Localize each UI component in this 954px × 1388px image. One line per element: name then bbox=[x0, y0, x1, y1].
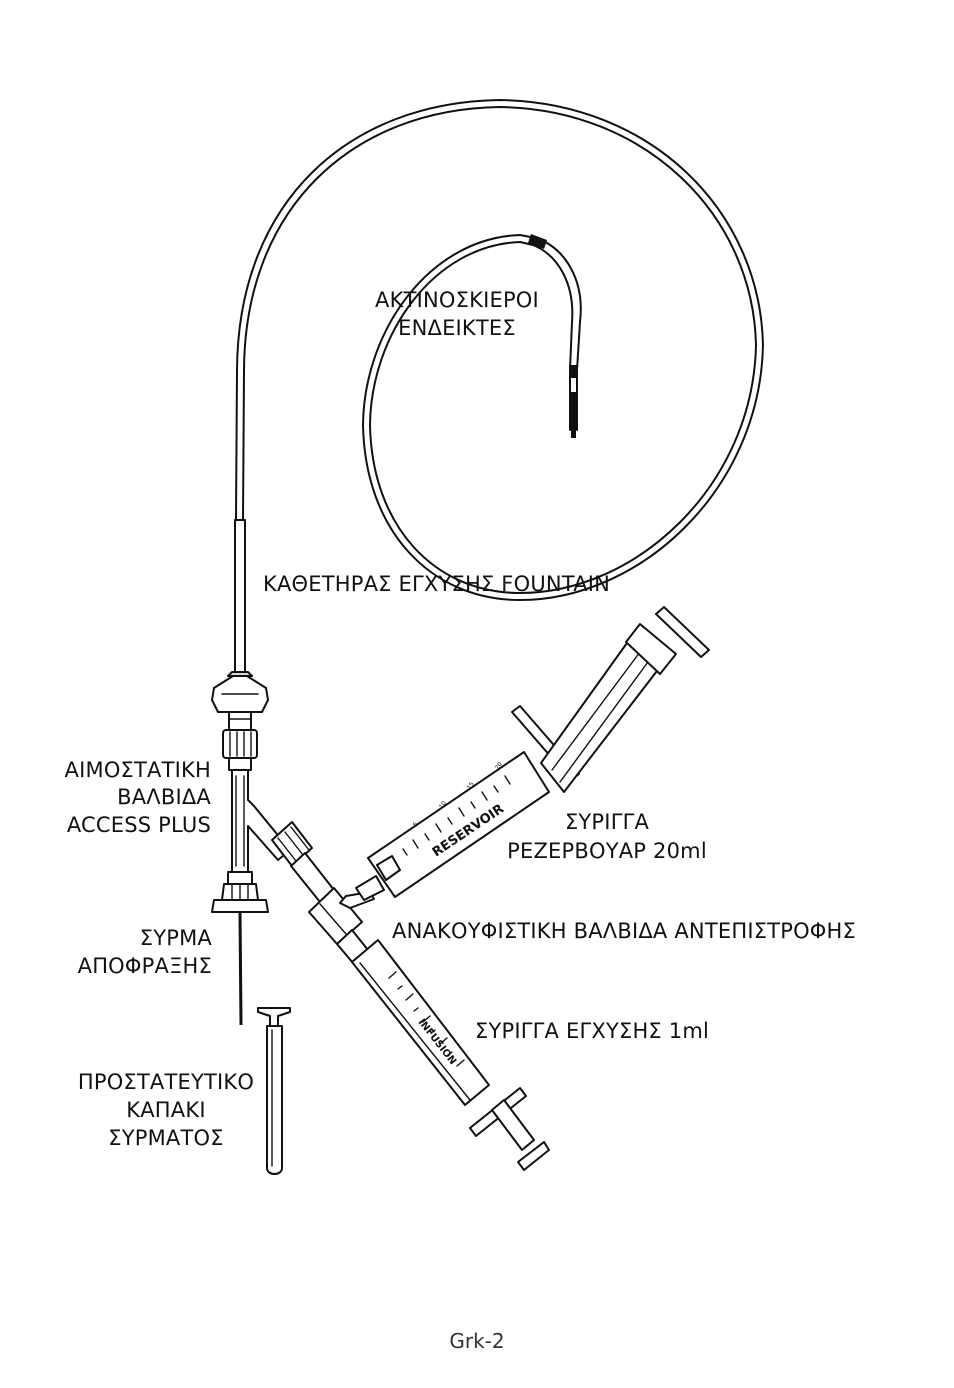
label-reservoir-line1: ΣΥΡΙΓΓΑ bbox=[565, 810, 650, 834]
marker-band-1 bbox=[528, 234, 547, 249]
hemostasis-valve bbox=[211, 675, 313, 913]
scale-20: 20 bbox=[494, 761, 504, 771]
marker-band-2 bbox=[569, 365, 578, 378]
wire-tip bbox=[571, 404, 576, 438]
infusion-syringe: INFUSION bbox=[351, 939, 550, 1171]
catheter-proximal bbox=[227, 519, 253, 677]
label-valve-line3: ACCESS PLUS bbox=[67, 813, 211, 837]
scale-15: 15 bbox=[466, 781, 476, 791]
label-markers-line2: ΕΝΔΕΙΚΤΕΣ bbox=[398, 316, 516, 340]
label-markers-line1: ΑΚΤΙΝΟΣΚΙΕΡΟΙ bbox=[375, 288, 539, 312]
label-occluding-wire: ΣΥΡΜΑ ΑΠΟΦΡΑΞΗΣ bbox=[78, 926, 213, 978]
reservoir-graduations bbox=[402, 775, 511, 856]
label-wire-line1: ΣΥΡΜΑ bbox=[140, 926, 213, 950]
label-infusion-syringe: ΣΥΡΙΓΓΑ ΕΓΧΥΣΗΣ 1ml bbox=[475, 1019, 709, 1043]
radiopaque-markers bbox=[528, 234, 578, 438]
occluding-wire bbox=[238, 911, 243, 1026]
label-cap-line1: ΠΡΟΣΤΑΤΕΥΤΙΚΟ bbox=[78, 1070, 254, 1094]
label-valve-line2: ΒΑΛΒΙΔΑ bbox=[117, 785, 211, 809]
label-catheter: ΚΑΘΕΤΗΡΑΣ ΕΓΧΥΣΗΣ FOUNTAIN bbox=[263, 572, 610, 596]
label-markers: ΑΚΤΙΝΟΣΚΙΕΡΟΙ ΕΝΔΕΙΚΤΕΣ bbox=[375, 288, 539, 340]
catheter-tube bbox=[235, 99, 764, 663]
label-reservoir-syringe: ΣΥΡΙΓΓΑ ΡΕΖΕΡΒΟΥΑΡ 20ml bbox=[507, 810, 707, 863]
scale-10: 10 bbox=[438, 800, 448, 810]
marker-band-3 bbox=[569, 392, 578, 404]
label-valve-line1: ΑΙΜΟΣΤΑΤΙΚΗ bbox=[65, 758, 211, 782]
label-reservoir-line2: ΡΕΖΕΡΒΟΥΑΡ 20ml bbox=[507, 839, 707, 863]
label-cap-line2: ΚΑΠΑΚΙ bbox=[126, 1098, 205, 1122]
page-code: Grk-2 bbox=[449, 1329, 504, 1353]
label-wire-line2: ΑΠΟΦΡΑΞΗΣ bbox=[78, 954, 212, 978]
label-valve: ΑΙΜΟΣΤΑΤΙΚΗ ΒΑΛΒΙΔΑ ACCESS PLUS bbox=[65, 758, 212, 837]
label-wire-cap: ΠΡΟΣΤΑΤΕΥΤΙΚΟ ΚΑΠΑΚΙ ΣΥΡΜΑΤΟΣ bbox=[78, 1070, 254, 1150]
scale-5: 5 bbox=[412, 821, 420, 828]
label-cap-line3: ΣΥΡΜΑΤΟΣ bbox=[108, 1126, 223, 1150]
label-check-valve: ΑΝΑΚΟΥΦΙΣΤΙΚΗ ΒΑΛΒΙΔΑ ΑΝΤΕΠΙΣΤΡΟΦΗΣ bbox=[392, 919, 856, 943]
wire-cap bbox=[257, 1007, 291, 1175]
infusion-line bbox=[290, 852, 369, 964]
infusion-graduations bbox=[388, 971, 465, 1067]
